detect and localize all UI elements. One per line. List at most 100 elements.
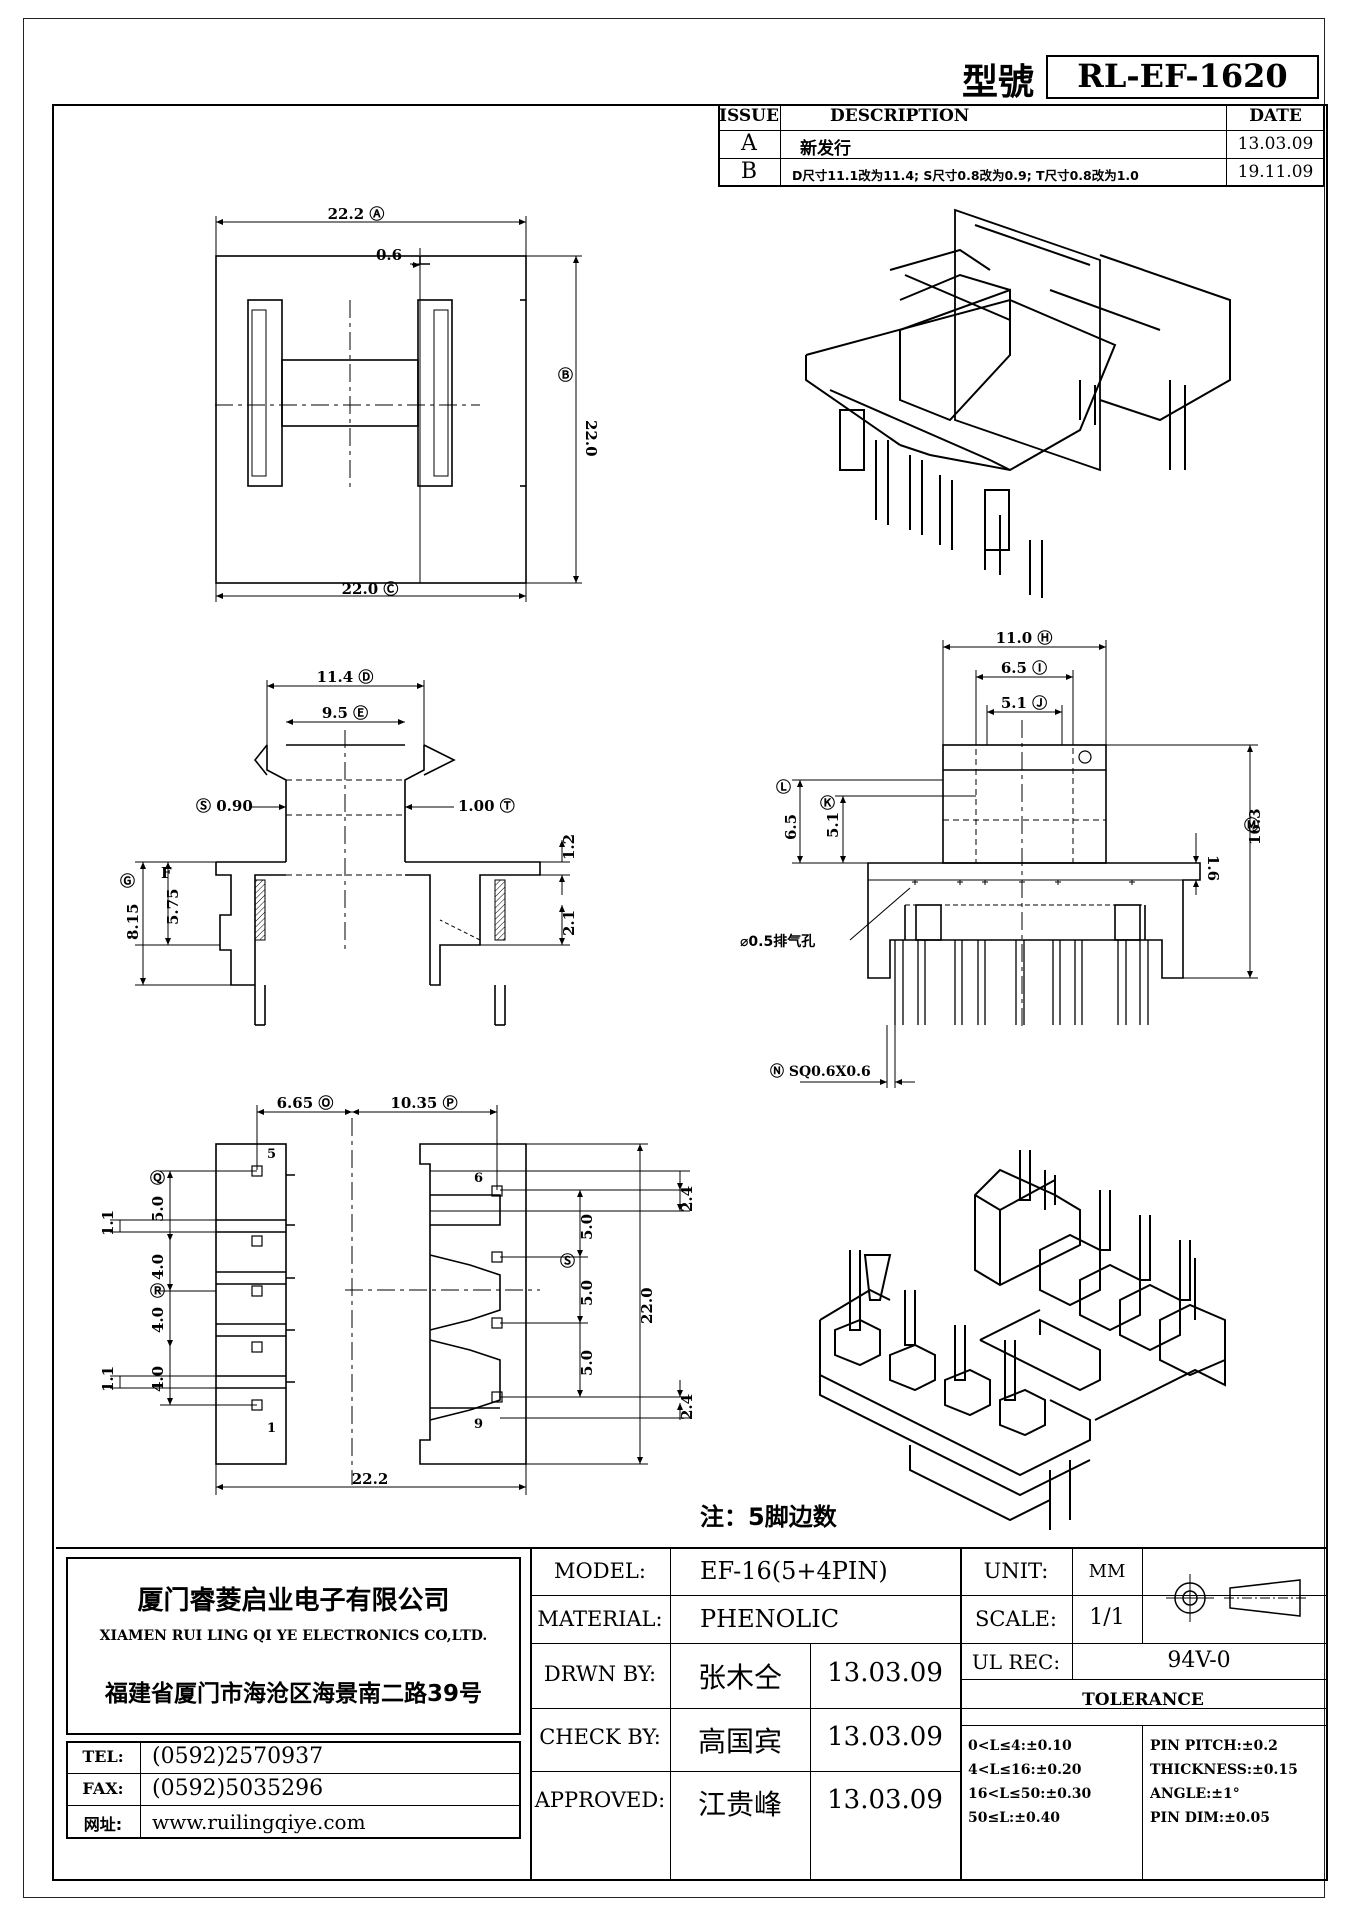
mark-s-bottom: Ⓢ	[560, 1252, 575, 1270]
dim-h: 11.0 Ⓗ	[996, 629, 1053, 647]
pin-1-label: 1	[267, 1421, 276, 1436]
tb-grid	[1072, 1547, 1073, 1679]
dim-c: 22.0 Ⓒ	[342, 580, 399, 598]
rev-header-date: DATE	[1249, 106, 1302, 126]
dim-12: 1.2	[560, 834, 578, 860]
tb-grid	[960, 1725, 1326, 1726]
drwn-name: 张木仝	[697, 1661, 782, 1694]
tb-grid	[810, 1643, 811, 1880]
fax-label: FAX:	[82, 1779, 124, 1798]
ul-label: UL REC:	[971, 1650, 1061, 1674]
tb-grid	[530, 1595, 1326, 1596]
tb-grid	[670, 1547, 671, 1880]
check-date: 13.03.09	[827, 1722, 943, 1752]
rev-row-a-description: 新发行	[800, 139, 851, 159]
tol-1: 0<L≤4:±0.10	[968, 1738, 1072, 1754]
tel-label: TEL:	[82, 1747, 124, 1766]
company-name-en: XIAMEN RUI LING QI YE ELECTRONICS CO,LTD…	[99, 1628, 488, 1644]
dim-t: 1.00 Ⓣ	[458, 797, 515, 815]
dim-e: 9.5 Ⓔ	[322, 704, 368, 722]
mark-r: Ⓡ	[150, 1282, 165, 1300]
tol-3: 16<L≤50:±0.30	[968, 1786, 1092, 1802]
rev-row-b-date: 19.11.09	[1237, 162, 1314, 182]
model-value: EF-16(5+4PIN)	[700, 1557, 888, 1585]
approved-date: 13.03.09	[827, 1785, 943, 1815]
bottom-view	[110, 1105, 690, 1495]
dim-50b: 5.0	[578, 1214, 596, 1240]
tb-grid	[1142, 1725, 1143, 1880]
dim-24a: 2.4	[678, 1186, 696, 1212]
model-header-value: RL-EF-1620	[1077, 57, 1288, 95]
dim-575: 5.75	[164, 888, 182, 925]
rev-header-description: DESCRIPTION	[830, 106, 970, 126]
dim-21: 2.1	[560, 910, 578, 936]
dimension-labels: 22.2 Ⓐ 0.6 Ⓑ 22.0 22.0 Ⓒ 11.4 Ⓓ 9.5 Ⓔ Ⓢ …	[99, 205, 1264, 1488]
check-name: 高国宾	[697, 1725, 782, 1758]
dim-50d: 5.0	[578, 1350, 596, 1376]
rev-header-issue: ISSUE	[719, 106, 779, 126]
dim-s: Ⓢ 0.90	[196, 797, 253, 815]
tb-grid	[530, 1708, 1326, 1709]
rev-grid-line	[718, 158, 1325, 159]
tb-grid	[530, 1643, 960, 1644]
vent-note: ⌀0.5排气孔	[740, 933, 815, 950]
ul-value: 94V-0	[1167, 1648, 1231, 1673]
dim-40b: 4.0	[149, 1307, 167, 1333]
dim-163: 16.3	[1246, 808, 1264, 845]
mark-l: Ⓛ	[776, 778, 791, 796]
material-value: PHENOLIC	[700, 1605, 840, 1633]
title-block	[56, 1547, 1326, 1882]
dim-p: 10.35 Ⓟ	[390, 1094, 457, 1112]
contact-box	[66, 1741, 521, 1839]
web-value[interactable]: www.ruilingqiye.com	[152, 1810, 366, 1834]
mark-f: F	[161, 864, 172, 882]
isometric-view-bottom	[819, 1150, 1226, 1530]
dim-11b: 1.1	[99, 1366, 117, 1392]
inner-frame	[52, 104, 1328, 1881]
dim-11a: 1.1	[99, 1210, 117, 1236]
model-header-label: 型號	[962, 62, 1035, 103]
outer-frame	[23, 18, 1325, 1898]
projection-symbol-icon	[1166, 1574, 1306, 1622]
drwn-label: DRWN BY:	[543, 1662, 657, 1686]
unit-value: MM	[1088, 1561, 1126, 1582]
dim-50c: 5.0	[578, 1280, 596, 1306]
tb-grid	[530, 1771, 960, 1772]
dim-i: 6.5 Ⓘ	[1001, 659, 1047, 677]
tb-grid	[960, 1679, 1326, 1680]
rev-row-b-issue: B	[740, 159, 758, 184]
pin-count-note: 注：5脚边数	[700, 1503, 837, 1531]
contact-line	[66, 1805, 521, 1806]
dim-220: 22.0	[638, 1287, 656, 1324]
drwn-date: 13.03.09	[827, 1658, 943, 1688]
front-view	[135, 680, 570, 1026]
pin-5-label: 5	[267, 1147, 276, 1162]
hatch-fill	[495, 880, 505, 940]
rev-row-a-date: 13.03.09	[1237, 134, 1314, 154]
tol-angle: ANGLE:±1°	[1150, 1786, 1240, 1802]
scale-value: 1/1	[1089, 1605, 1125, 1630]
approved-name: 江贵峰	[697, 1788, 782, 1821]
tol-pin-pitch: PIN PITCH:±0.2	[1150, 1738, 1278, 1754]
pin-9-label: 9	[474, 1417, 483, 1432]
tol-4: 50≤L:±0.40	[968, 1810, 1061, 1826]
technical-drawing: 22.2 Ⓐ 0.6 Ⓑ 22.0 22.0 Ⓒ 11.4 Ⓓ 9.5 Ⓔ Ⓢ …	[99, 205, 1264, 1530]
contact-line	[66, 1773, 521, 1774]
dim-16: 1.6	[1204, 855, 1222, 881]
dim-40c: 4.0	[149, 1366, 167, 1392]
dim-b-mark: Ⓑ	[558, 366, 573, 384]
dim-24b: 2.4	[678, 1394, 696, 1420]
material-label: MATERIAL:	[537, 1607, 663, 1631]
isometric-view-top	[805, 208, 1231, 598]
company-address: 福建省厦门市海沧区海景南二路39号	[104, 1681, 482, 1707]
scale-label: SCALE:	[975, 1607, 1057, 1631]
dim-n: Ⓝ SQ0.6X0.6	[770, 1063, 871, 1080]
rev-row-a-issue: A	[741, 131, 757, 156]
revision-table	[718, 104, 1325, 187]
rev-grid-line	[718, 130, 1325, 131]
contact-line	[140, 1741, 141, 1839]
check-label: CHECK BY:	[539, 1725, 661, 1749]
rev-grid-line	[780, 104, 781, 187]
mark-m: Ⓜ	[1244, 816, 1259, 834]
fax-value: (0592)5035296	[152, 1776, 324, 1801]
